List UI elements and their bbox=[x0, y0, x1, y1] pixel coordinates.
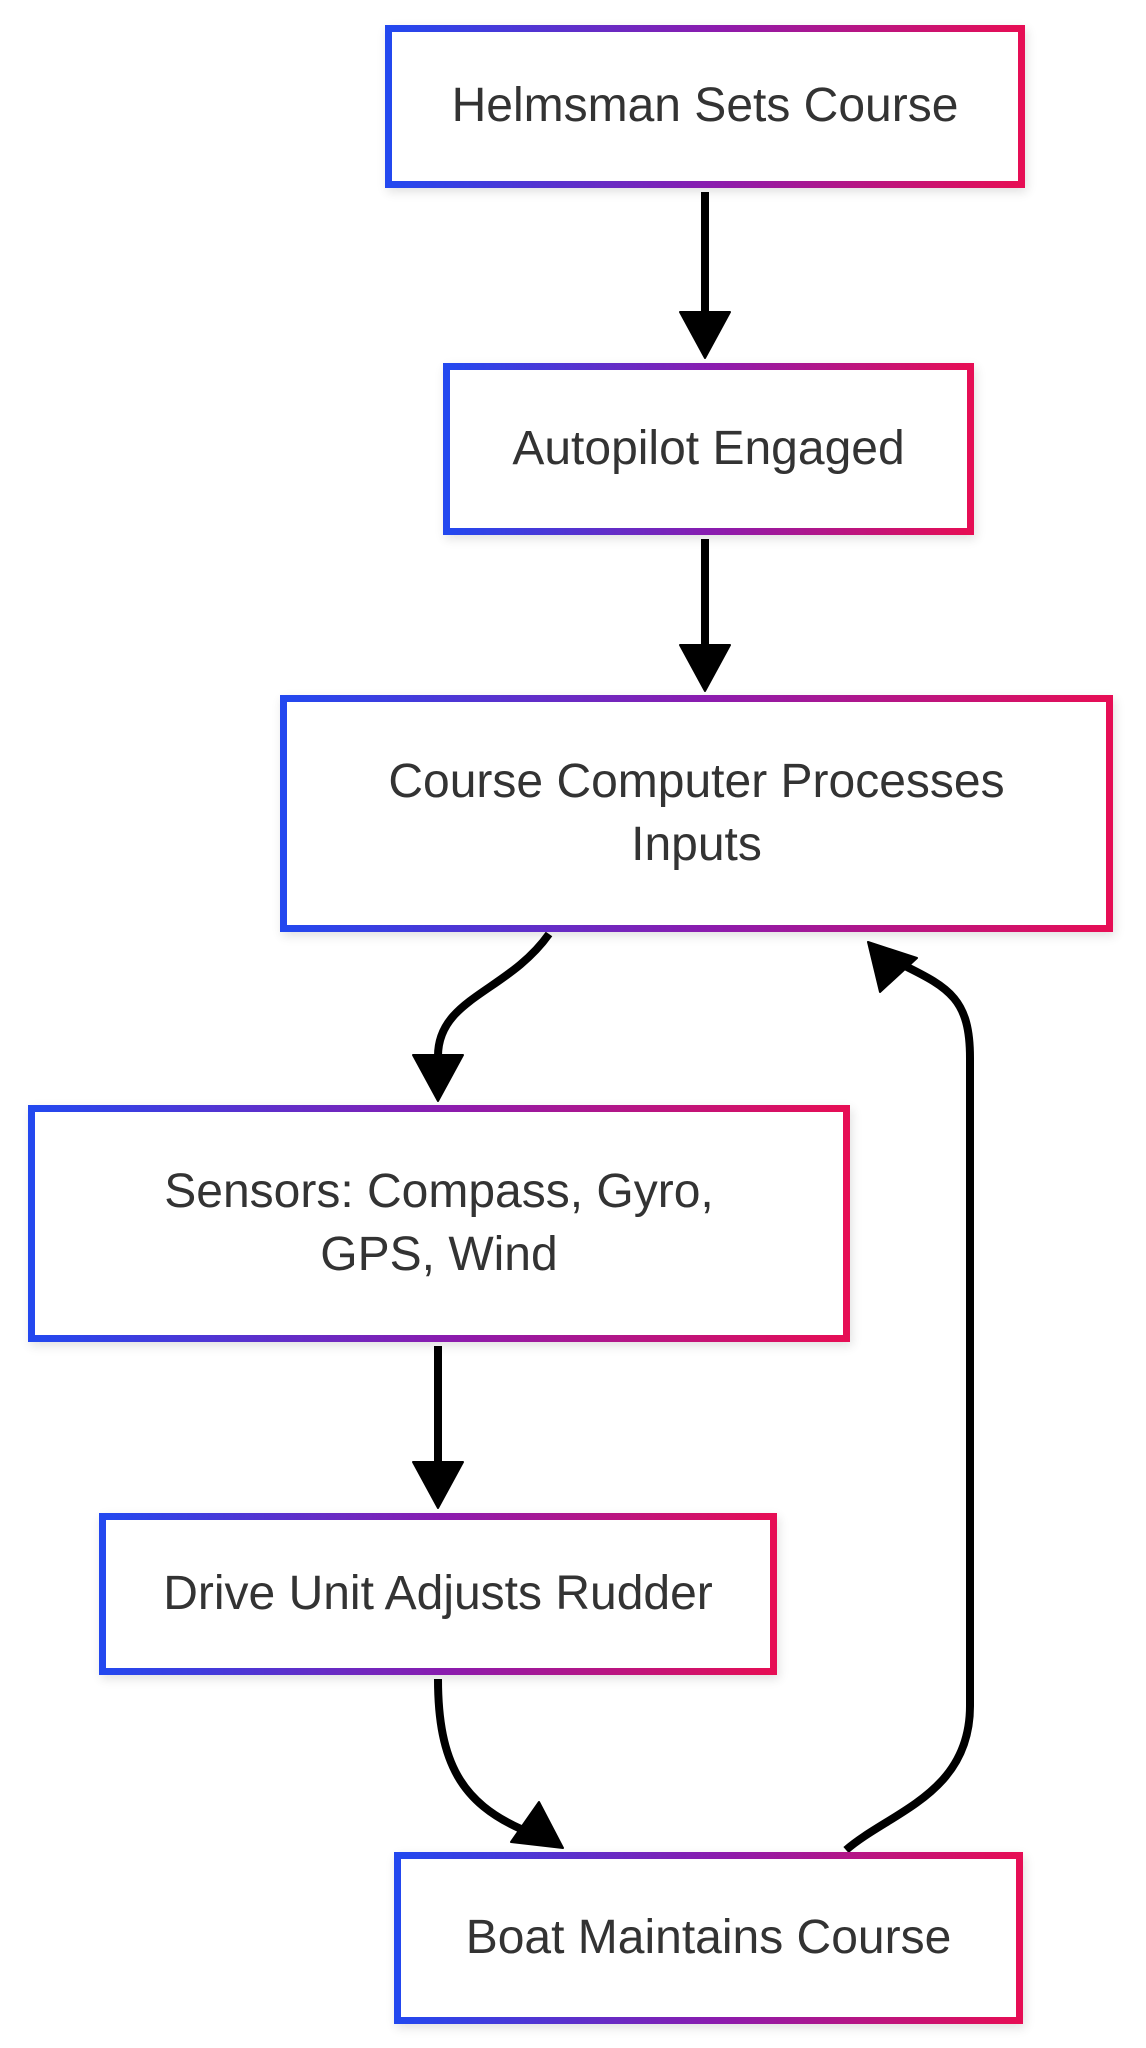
node-label-line-1: Course Computer Processes bbox=[388, 755, 1005, 809]
arrow-sensors-to-drive-unit bbox=[412, 1346, 464, 1509]
node-label: Boat Maintains Course bbox=[465, 1910, 952, 1964]
node-autopilot-engaged: Autopilot Engaged bbox=[443, 363, 974, 535]
node-label-line-2: Inputs bbox=[631, 817, 762, 871]
arrowhead-icon bbox=[412, 1461, 464, 1509]
arrowhead-icon bbox=[412, 1054, 464, 1102]
node-helmsman-sets-course: Helmsman Sets Course bbox=[385, 25, 1025, 188]
arrow-course-computer-to-sensors bbox=[412, 931, 553, 1102]
node-drive-unit-adjusts-rudder: Drive Unit Adjusts Rudder bbox=[99, 1513, 777, 1675]
arrowhead-icon bbox=[510, 1801, 564, 1849]
arrow-line bbox=[434, 1678, 523, 1833]
arrowhead-icon bbox=[867, 941, 918, 993]
node-label-line-1: Sensors: Compass, Gyro, bbox=[164, 1165, 714, 1219]
node-label: Autopilot Engaged bbox=[512, 421, 905, 475]
arrowhead-icon bbox=[679, 311, 731, 359]
node-boat-maintains-course: Boat Maintains Course bbox=[394, 1852, 1023, 2024]
arrow-autopilot-to-course-computer bbox=[679, 539, 731, 692]
node-sensors-compass-gyro-gps-wind: Sensors: Compass, Gyro, GPS, Wind bbox=[28, 1105, 850, 1342]
arrow-line bbox=[843, 961, 974, 1854]
arrow-drive-unit-to-boat bbox=[434, 1678, 564, 1849]
arrow-boat-to-course-computer-feedback bbox=[843, 941, 974, 1854]
node-course-computer-processes-inputs: Course Computer Processes Inputs bbox=[280, 695, 1113, 932]
node-label-line-2: GPS, Wind bbox=[320, 1227, 558, 1281]
node-label: Drive Unit Adjusts Rudder bbox=[163, 1566, 713, 1620]
arrowhead-icon bbox=[679, 644, 731, 692]
arrow-helmsman-to-autopilot bbox=[679, 192, 731, 359]
node-label: Helmsman Sets Course bbox=[451, 79, 959, 133]
arrow-line bbox=[434, 931, 553, 1057]
